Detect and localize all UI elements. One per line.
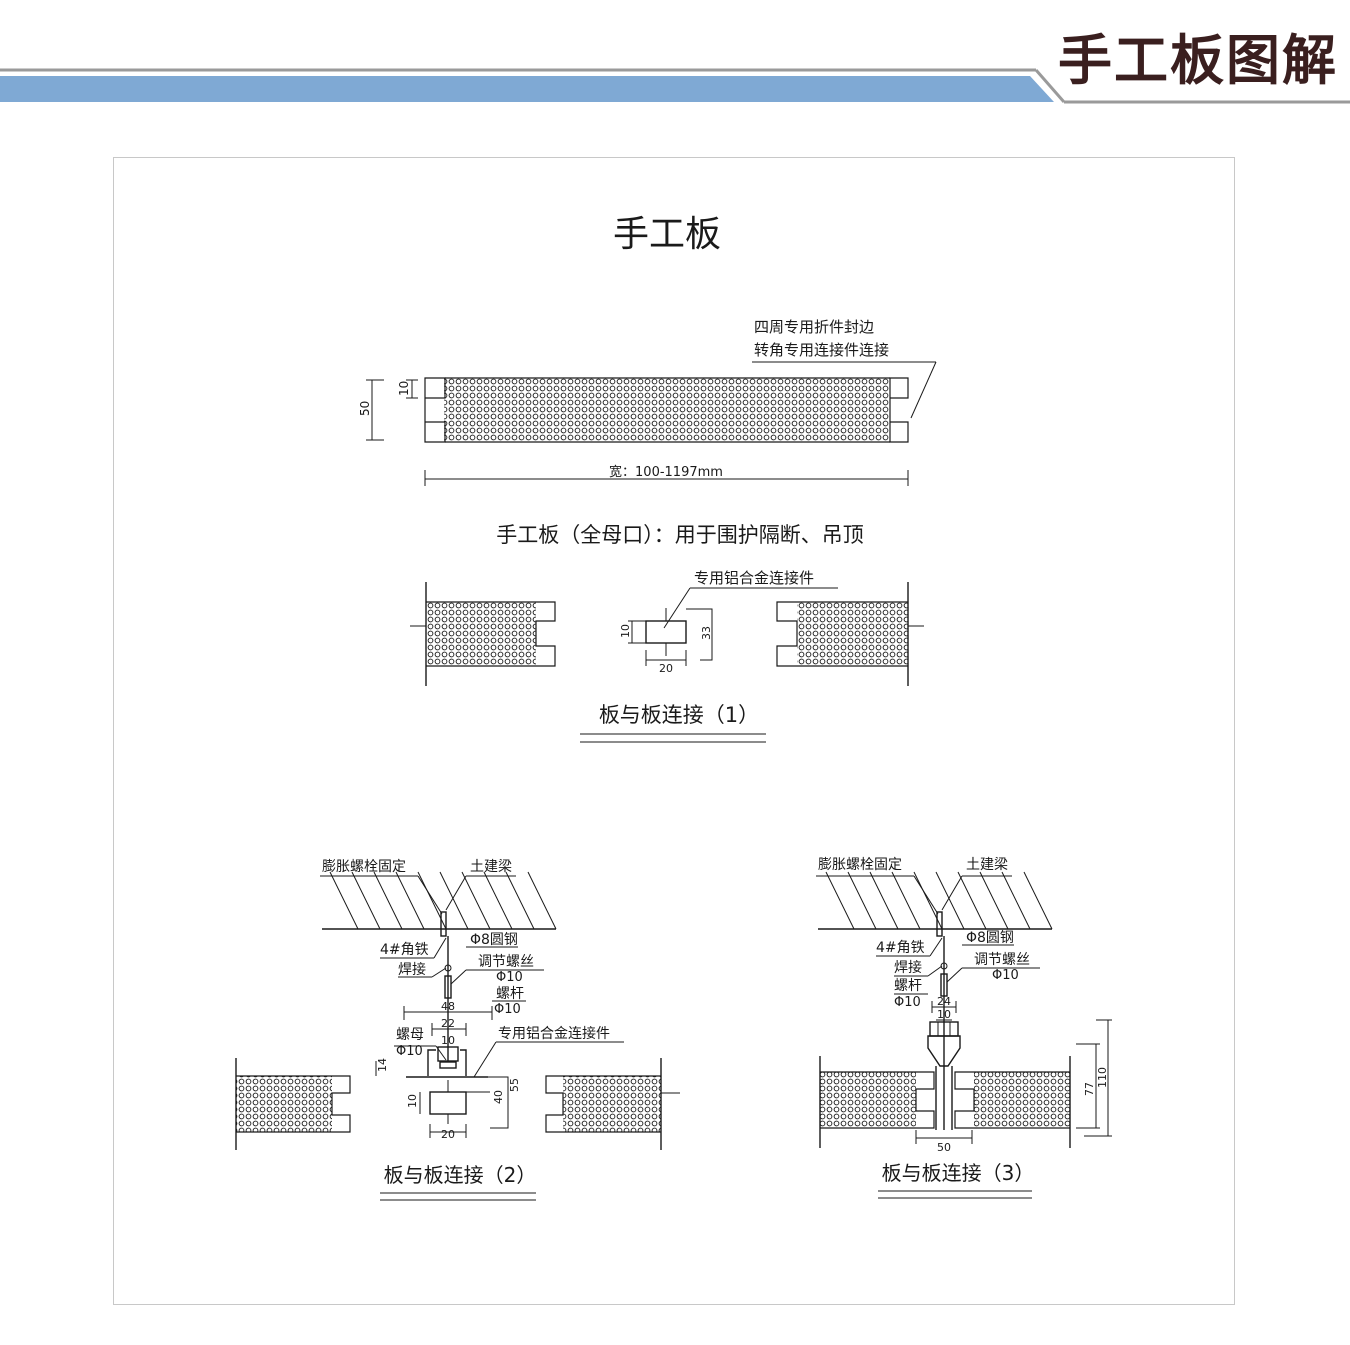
- joint1-connector-label: 专用铝合金连接件: [694, 569, 814, 587]
- joint1-dim-10: 10: [619, 624, 632, 638]
- joint2-dim-40: 40: [492, 1090, 505, 1104]
- joint1-title: 板与板连接（1）: [599, 703, 759, 727]
- joint2-nut-label: 螺母: [396, 1027, 424, 1043]
- joint3-bolt-label: 膨胀螺栓固定: [818, 856, 902, 873]
- joint1-dim-20: 20: [659, 662, 673, 675]
- header-title: 手工板图解: [1058, 29, 1338, 92]
- joint2-dim-14: 14: [376, 1058, 389, 1072]
- joint3-screw-label: 螺杆: [894, 978, 922, 994]
- joint2-dim-10b: 10: [406, 1094, 419, 1108]
- joint3-beam-label: 土建梁: [966, 857, 1008, 873]
- joint2-drawing: [235, 871, 680, 1201]
- joint3-dim-77: 77: [1083, 1082, 1096, 1096]
- joint2-dim-55: 55: [508, 1078, 521, 1092]
- joint3-dim-10: 10: [937, 1008, 951, 1021]
- joint3-drawing: [816, 871, 1112, 1199]
- joint1-drawing: [410, 582, 924, 743]
- edge-note-line1: 四周专用折件封边: [754, 318, 874, 336]
- joint3-weld-label: 焊接: [894, 959, 922, 976]
- joint2-nut-dia: Φ10: [396, 1044, 423, 1059]
- joint3-adjust-dia: Φ10: [992, 968, 1019, 983]
- joint3-dim-110: 110: [1096, 1067, 1109, 1088]
- joint3-dim-50: 50: [937, 1141, 951, 1154]
- header-band: [0, 68, 1350, 104]
- joint3-title: 板与板连接（3）: [882, 1161, 1035, 1185]
- joint3-angle-label: 4#角铁: [876, 940, 925, 956]
- joint2-title: 板与板连接（2）: [384, 1163, 537, 1187]
- joint2-adjust-label: 调节螺丝: [478, 954, 534, 970]
- joint2-screw-dia: Φ10: [494, 1002, 521, 1017]
- joint3-rod-label: Φ8圆钢: [966, 930, 1014, 946]
- joint2-dim-20: 20: [441, 1128, 455, 1141]
- joint2-dim-48: 48: [441, 1000, 455, 1013]
- dim-height-50: 50: [358, 401, 372, 416]
- joint2-dim-22: 22: [441, 1017, 455, 1030]
- joint2-angle-label: 4#角铁: [380, 942, 429, 958]
- joint2-adjust-dia: Φ10: [496, 970, 523, 985]
- edge-note-line2: 转角专用连接件连接: [754, 341, 889, 359]
- top-panel: [366, 361, 937, 486]
- joint2-bolt-label: 膨胀螺栓固定: [322, 858, 406, 875]
- joint2-dim-10a: 10: [441, 1034, 455, 1047]
- joint2-screw-label: 螺杆: [496, 986, 524, 1002]
- joint2-beam-label: 土建梁: [470, 859, 512, 875]
- dim-lip-10: 10: [397, 381, 411, 396]
- joint2-connector-label: 专用铝合金连接件: [498, 1025, 610, 1042]
- caption-full-female: 手工板（全母口）：用于围护隔断、吊顶: [496, 523, 864, 547]
- joint3-adjust-label: 调节螺丝: [974, 952, 1030, 968]
- joint2-rod-label: Φ8圆钢: [470, 932, 518, 948]
- joint1-dim-33: 33: [700, 626, 713, 640]
- main-title: 手工板: [613, 214, 721, 255]
- drawing-frame: [113, 157, 1235, 1305]
- dim-width: 宽：100-1197mm: [609, 464, 723, 480]
- joint3-screw-dia: Φ10: [894, 995, 921, 1010]
- joint2-weld-label: 焊接: [398, 961, 426, 978]
- joint3-dim-24: 24: [937, 995, 951, 1008]
